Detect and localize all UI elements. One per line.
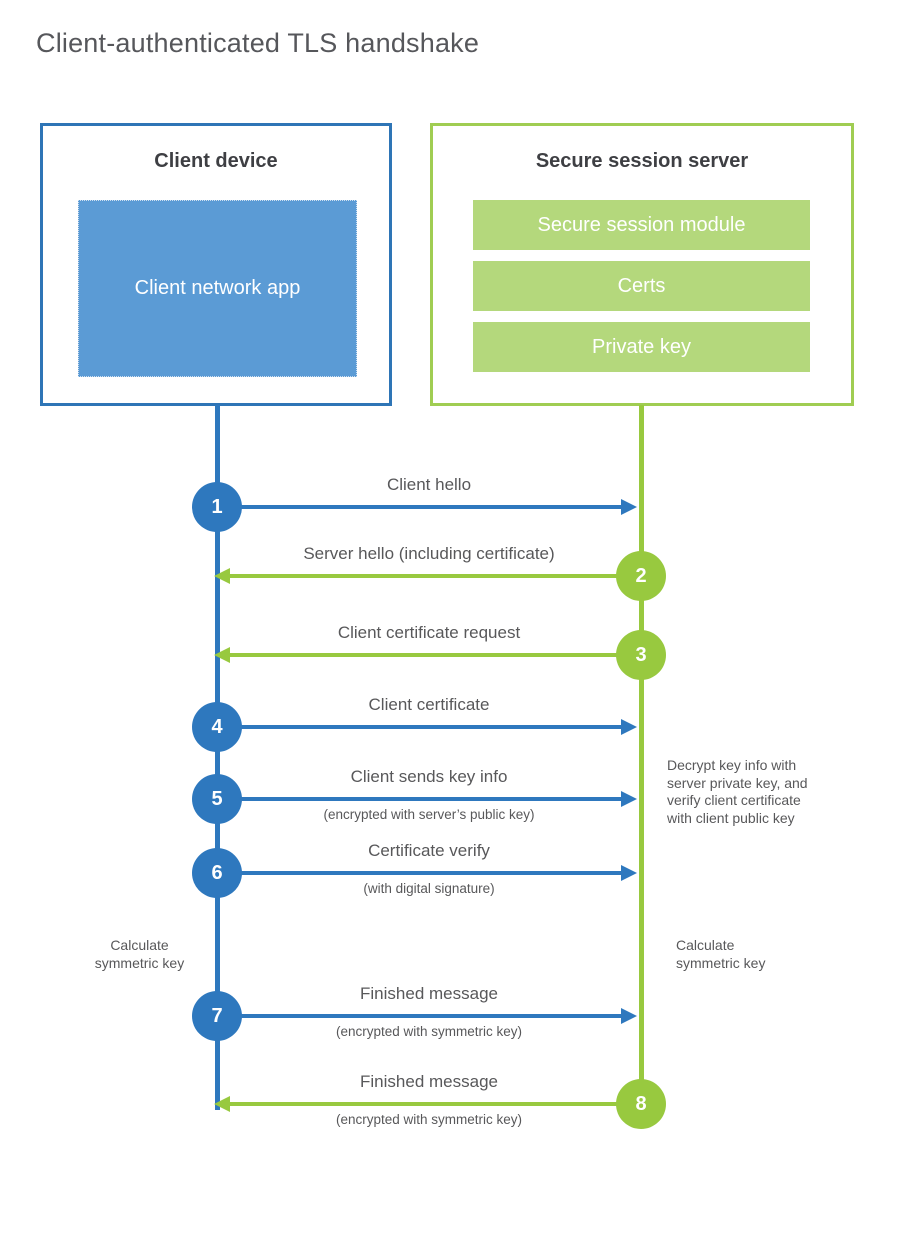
- step-3-label: Client certificate request: [337, 623, 521, 642]
- step-3-number: 3: [635, 643, 647, 666]
- step-2-arrow-line: [230, 574, 641, 578]
- step-7-arrow-line: [220, 1014, 621, 1018]
- step-8-arrow-line: [230, 1102, 641, 1106]
- step-5-badge: 5: [192, 774, 242, 824]
- step-8-arrow-head: [214, 1096, 230, 1112]
- step-5-arrow-line: [220, 797, 621, 801]
- client-lifeline: [215, 405, 220, 1110]
- step-7-number: 7: [211, 1004, 223, 1027]
- step-6-number: 6: [211, 861, 223, 884]
- step-8-number: 8: [635, 1092, 647, 1115]
- client-device-title: Client device: [154, 150, 278, 172]
- calculate-symmetric-key-note-left: Calculate symmetric key: [94, 937, 185, 971]
- step-6-sublabel: (with digital signature): [363, 881, 495, 896]
- step-4-number: 4: [211, 715, 223, 738]
- step-6-label: Certificate verify: [368, 841, 490, 860]
- step-4-badge: 4: [192, 702, 242, 752]
- step-5-label: Client sends key info: [350, 767, 508, 786]
- step-1-arrow-line: [220, 505, 621, 509]
- server-box: Secure session server Secure session mod…: [430, 123, 854, 406]
- server-lifeline: [639, 405, 644, 1104]
- step-1-label: Client hello: [386, 475, 472, 494]
- step-7-label: Finished message: [360, 984, 498, 1003]
- step-8-label: Finished message: [360, 1072, 498, 1091]
- server-module-secure-session: Secure session module: [473, 200, 810, 250]
- step-3-arrow-head: [214, 647, 230, 663]
- step-2-label: Server hello (including certificate): [303, 544, 555, 563]
- step-1-badge: 1: [192, 482, 242, 532]
- calculate-symmetric-key-note-right: Calculate symmetric key: [676, 937, 766, 971]
- step-4-arrow-line: [220, 725, 621, 729]
- step-3-arrow-line: [230, 653, 641, 657]
- step-7-arrow-head: [621, 1008, 637, 1024]
- step-5-number: 5: [211, 787, 223, 810]
- step-4-arrow-head: [621, 719, 637, 735]
- server-module-private-key: Private key: [473, 322, 810, 372]
- server-box-title: Secure session server: [535, 150, 749, 172]
- step-2-arrow-head: [214, 568, 230, 584]
- step-6-arrow-line: [220, 871, 621, 875]
- step-3-badge: 3: [616, 630, 666, 680]
- step-6-badge: 6: [192, 848, 242, 898]
- step-5-arrow-head: [621, 791, 637, 807]
- step-7-badge: 7: [192, 991, 242, 1041]
- server-module-certs: Certs: [473, 261, 810, 311]
- client-device-box: Client device Client network app: [40, 123, 392, 406]
- step-2-badge: 2: [616, 551, 666, 601]
- decrypt-note: Decrypt key info with server private key…: [667, 757, 808, 826]
- page-title: Client-authenticated TLS handshake: [36, 28, 480, 58]
- step-1-arrow-head: [621, 499, 637, 515]
- step-4-label: Client certificate: [368, 695, 490, 714]
- step-7-sublabel: (encrypted with symmetric key): [335, 1024, 523, 1039]
- client-network-app-box: Client network app: [78, 200, 357, 377]
- step-8-sublabel: (encrypted with symmetric key): [335, 1112, 523, 1127]
- step-6-arrow-head: [621, 865, 637, 881]
- client-network-app-label: Client network app: [134, 277, 301, 299]
- step-5-sublabel: (encrypted with server’s public key): [323, 807, 535, 822]
- step-2-number: 2: [635, 564, 647, 587]
- step-1-number: 1: [211, 495, 223, 518]
- step-8-badge: 8: [616, 1079, 666, 1129]
